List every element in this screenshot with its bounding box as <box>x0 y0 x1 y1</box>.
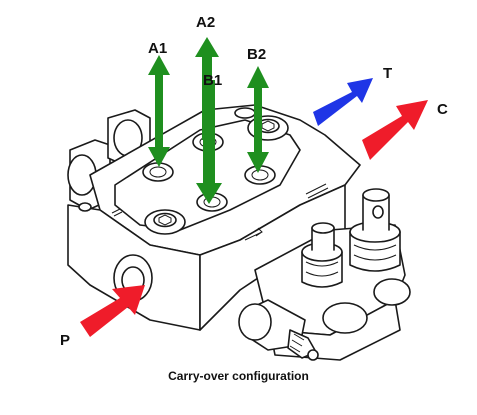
label-b2: B2 <box>247 46 266 63</box>
label-p: P <box>60 332 70 349</box>
label-c: C <box>437 101 448 118</box>
label-t: T <box>383 65 392 82</box>
arrow-b2 <box>247 66 269 173</box>
figure-caption: Carry-over configuration <box>168 369 309 383</box>
valve-body-drawing <box>67 104 411 361</box>
arrow-t <box>313 78 373 126</box>
arrow-c <box>362 100 428 160</box>
label-a2: A2 <box>196 14 215 31</box>
arrow-p <box>80 285 145 337</box>
arrow-a1 <box>148 55 170 167</box>
arrow-b1 <box>196 80 222 204</box>
label-a1: A1 <box>148 40 167 57</box>
label-b1: B1 <box>203 72 222 89</box>
